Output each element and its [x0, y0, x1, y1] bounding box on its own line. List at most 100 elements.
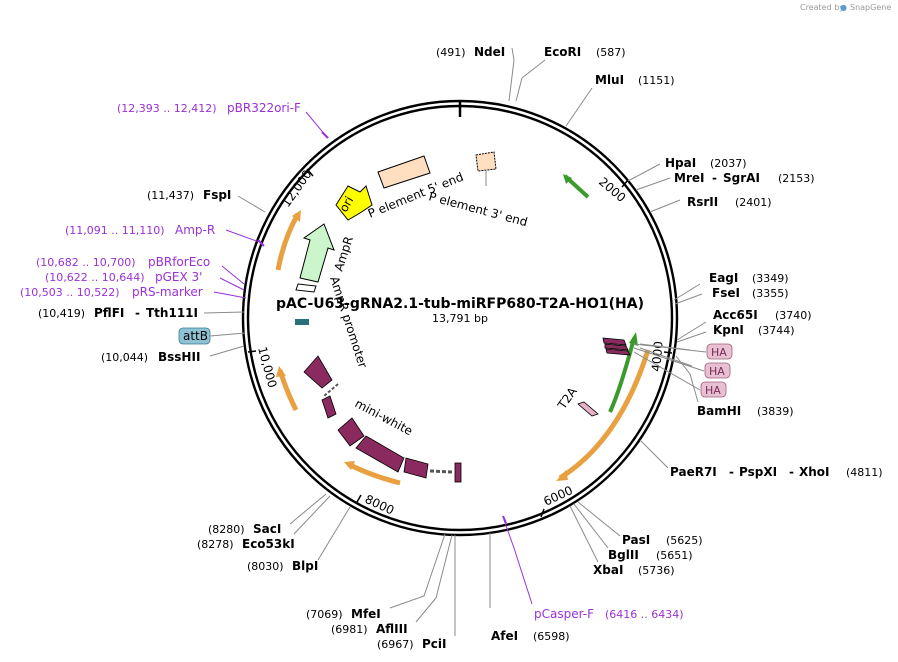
afei-pos: (6598) — [533, 630, 570, 643]
ampr-primer-range: (11,091 .. 11,110) — [65, 224, 165, 237]
bamhi-pos: (3839) — [757, 405, 794, 418]
tick-6000 — [540, 508, 545, 518]
mini-white-link — [323, 383, 339, 397]
eagi-label: EagI — [709, 271, 738, 285]
mfei-label: MfeI — [351, 607, 381, 621]
mini-white-exon-4 — [403, 457, 429, 479]
bsshii-pos: (10,044) — [101, 351, 148, 364]
ori-feature — [335, 185, 373, 221]
leader-ndei — [508, 47, 515, 102]
leader-acc65i — [676, 321, 707, 341]
rsrii-label: RsrII — [687, 195, 718, 209]
mrei-dash: - — [712, 171, 717, 185]
tick-8000 — [356, 494, 362, 503]
leader-mlui — [565, 87, 593, 127]
prs-range: (10,503 .. 10,522) — [20, 286, 120, 299]
ecori-pos: (587) — [596, 46, 626, 59]
xbai-label: XbaI — [593, 563, 623, 577]
leader-hpai — [627, 163, 661, 182]
p-element-3-label: P element 3' end — [427, 189, 529, 229]
ha-feature-1 — [602, 337, 627, 346]
saci-label: SacI — [253, 522, 281, 536]
ndei-label: NdeI — [474, 45, 505, 59]
sgrai-label: SgrAI — [723, 171, 760, 185]
ha-tag-3-label: HA — [705, 384, 721, 397]
ha-tag-3 — [700, 381, 727, 398]
leader-bamhi — [675, 355, 699, 403]
bglii-pos: (5651) — [656, 549, 693, 562]
orange-arrowhead-left — [276, 366, 286, 377]
ampr-primer-mark — [257, 239, 265, 247]
ampr-feature — [299, 223, 335, 283]
leader-pflfi — [203, 311, 245, 314]
fsei-label: FseI — [712, 286, 740, 300]
ampr-primer-label: Amp-R — [175, 223, 215, 237]
pcii-pos: (6967) — [377, 638, 414, 651]
tick-label-2000: 2000 — [596, 175, 628, 205]
pgex-range: (10,622 .. 10,644) — [45, 271, 145, 284]
ha-tag-1-label: HA — [711, 346, 727, 359]
tth111i-label: Tth111I — [146, 306, 198, 320]
mini-white-intron — [429, 469, 453, 474]
acc65i-label: Acc65I — [713, 308, 758, 322]
mlui-pos: (1151) — [638, 74, 675, 87]
orange-feature-arrow-topleft — [275, 212, 301, 271]
pspxi-label: PspXI — [739, 465, 777, 479]
tick-10000 — [247, 350, 257, 353]
leader-ecori — [515, 59, 546, 102]
mrei-pos: (2153) — [778, 172, 815, 185]
leader-fsei — [674, 293, 703, 305]
primer-leader-ampr — [225, 229, 263, 244]
paer7i-label: PaeR7I — [670, 465, 717, 479]
mini-white-end — [454, 462, 462, 483]
tick-2000 — [621, 179, 629, 188]
xbai-pos: (5736) — [638, 564, 675, 577]
fspi-label: FspI — [203, 188, 231, 202]
mini-white-exon-1 — [321, 395, 337, 419]
ori-label: ori — [336, 194, 356, 215]
ha-leader-2 — [633, 347, 705, 372]
eco53ki-pos: (8278) — [197, 538, 234, 551]
leader-bsshii — [209, 345, 245, 357]
kpni-pos: (3744) — [758, 324, 795, 337]
blpi-pos: (8030) — [247, 560, 284, 573]
orange-feature-arrow-right — [558, 349, 651, 481]
pbr322ori-range: (12,393 .. 12,412) — [117, 102, 217, 115]
orange-arrowhead-topleft — [292, 210, 301, 222]
primer-leader-pgex — [219, 277, 245, 291]
leader-eagi — [673, 283, 701, 301]
leader-blpi — [317, 506, 351, 561]
mini-white-exon-2 — [337, 417, 365, 447]
afliii-label: AflIII — [376, 622, 408, 636]
primer-leader-pcasper — [503, 519, 533, 605]
pspxi-dash: - — [789, 465, 794, 479]
leader-kpni — [676, 331, 707, 343]
ha-bar-leader-1 — [639, 343, 691, 351]
ha-tag-1 — [706, 343, 733, 360]
attb-leader — [209, 332, 246, 337]
leader-xbai — [569, 505, 599, 563]
acc65i-pos: (3740) — [775, 309, 812, 322]
ha-leader-3 — [633, 351, 701, 391]
pasi-label: PasI — [622, 533, 650, 547]
leader-eco53ki — [293, 495, 331, 535]
fsei-pos: (3355) — [752, 287, 789, 300]
mlui-label: MluI — [595, 73, 624, 87]
pgex-label: pGEX 3' — [155, 270, 202, 284]
pflfi-dash: - — [135, 306, 140, 320]
blpi-label: BlpI — [292, 559, 318, 573]
pcasper-range: (6416 .. 6434) — [605, 608, 684, 621]
green-feature-arrow-right — [608, 341, 635, 413]
brand-name: SnapGene — [850, 3, 891, 12]
ha-bar-leader-2 — [639, 347, 693, 367]
ampr-label: AmpR — [332, 234, 356, 272]
ha-feature-3 — [605, 348, 631, 356]
afei-label: AfeI — [491, 629, 518, 643]
leader-mrei — [635, 177, 671, 191]
ampr-promoter-label: AmpR promoter — [327, 275, 370, 370]
t2a-feature — [577, 401, 599, 417]
brand-text: Created by — [800, 3, 844, 12]
tick-12000 — [306, 168, 314, 177]
mini-white-exon-3 — [355, 435, 405, 473]
pcasper-primer-mark — [502, 515, 507, 524]
